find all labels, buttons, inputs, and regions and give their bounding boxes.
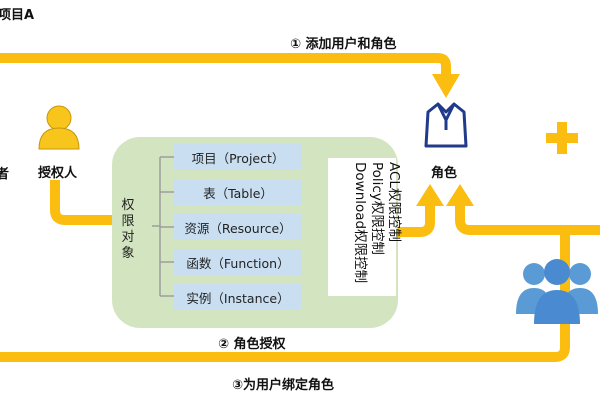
controls-box bbox=[328, 158, 396, 296]
plus-icon bbox=[546, 122, 578, 154]
left-edge-label: 者 bbox=[0, 167, 10, 182]
person-icon bbox=[38, 105, 80, 150]
step1-line bbox=[0, 53, 451, 76]
object-resource: 资源（Resource） bbox=[174, 214, 302, 240]
controls-list: ACL权限控制 Policy权限控制 Download权限控制 bbox=[351, 162, 402, 283]
object-project: 项目（Project） bbox=[174, 144, 302, 170]
object-bracket bbox=[152, 156, 174, 297]
panel-to-role-line bbox=[396, 205, 435, 237]
grantor-label: 授权人 bbox=[38, 166, 78, 181]
control-download: Download权限控制 bbox=[352, 162, 368, 284]
auth-objects-label: 权限对象 bbox=[121, 198, 135, 261]
arrow-into-role-top bbox=[432, 74, 460, 98]
user-group-icon bbox=[516, 259, 598, 324]
arrow-into-role-left bbox=[416, 184, 444, 206]
step3-label: ③为用户绑定角色 bbox=[232, 378, 335, 393]
step1-label: ① 添加用户和角色 bbox=[290, 37, 397, 52]
object-instance: 实例（Instance） bbox=[174, 284, 302, 310]
step3-line bbox=[0, 232, 570, 362]
shirt-icon bbox=[424, 102, 468, 148]
step2-label: ② 角色授权 bbox=[218, 337, 286, 352]
control-policy: Policy权限控制 bbox=[369, 162, 385, 255]
control-acl: ACL权限控制 bbox=[386, 162, 402, 242]
arrow-into-role-right bbox=[446, 184, 474, 206]
project-label: 项目A bbox=[0, 8, 35, 23]
grantor-line bbox=[50, 180, 114, 225]
role-label: 角色 bbox=[431, 166, 458, 181]
object-function: 函数（Function） bbox=[174, 249, 302, 275]
users-to-role-line bbox=[455, 205, 600, 235]
object-table: 表（Table） bbox=[174, 179, 302, 205]
